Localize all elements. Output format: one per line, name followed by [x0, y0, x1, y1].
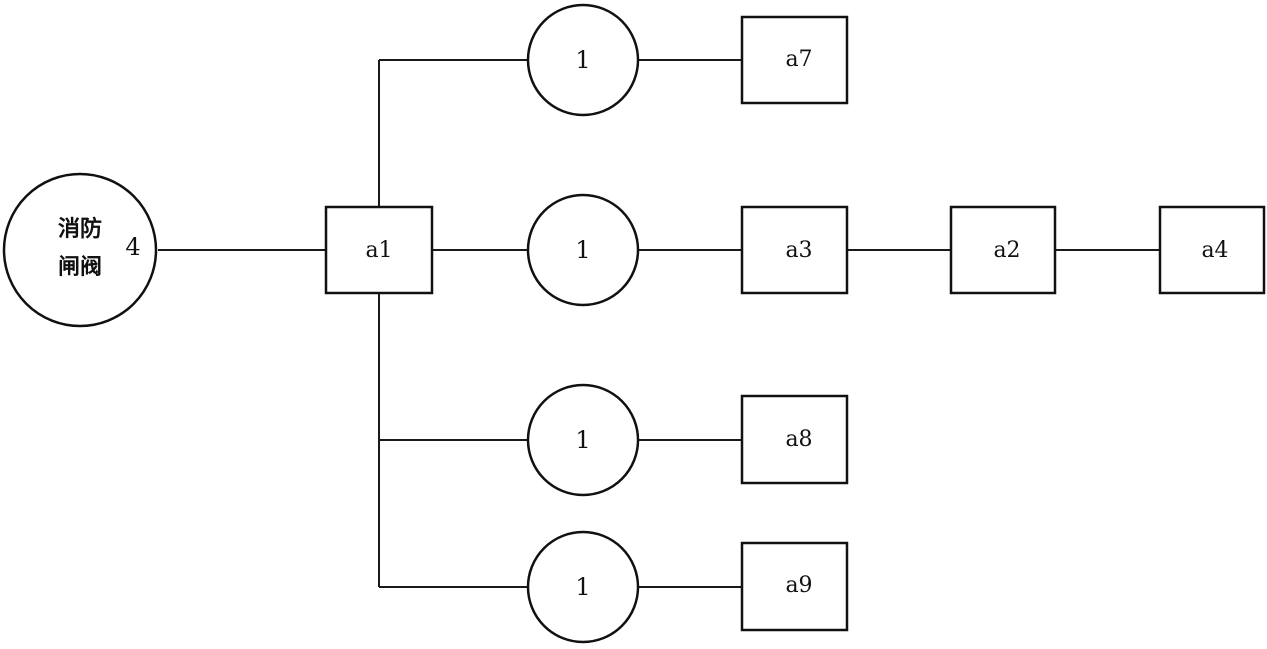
connector-low: 1 — [526, 383, 640, 497]
connector-mid-circle — [526, 193, 640, 307]
fire-valve-number: 4 — [125, 233, 140, 261]
node-a8-label: a8 — [785, 427, 812, 452]
node-a4: a4 — [1158, 205, 1266, 295]
node-a8-box — [740, 394, 849, 485]
node-a2: a2 — [949, 205, 1057, 295]
fire-valve-label-line2: 闸阀 — [58, 255, 102, 280]
node-a1-box — [324, 205, 434, 295]
node-a2-box — [949, 205, 1057, 295]
node-a9-box — [740, 541, 849, 632]
connector-bottom-label: 1 — [575, 573, 590, 601]
connector-top-label: 1 — [575, 46, 590, 74]
node-a7: a7 — [740, 15, 849, 105]
node-a9: a9 — [740, 541, 849, 632]
node-a7-box — [740, 15, 849, 105]
node-a2-label: a2 — [993, 238, 1020, 263]
connection-lines — [158, 59, 1160, 588]
connector-mid: 1 — [526, 193, 640, 307]
fire-valve-node: 消防 闸阀 4 — [2, 172, 158, 328]
node-a1-label: a1 — [365, 238, 392, 263]
connector-bottom-circle — [526, 530, 640, 644]
node-a4-label: a4 — [1201, 238, 1228, 263]
fire-valve-circle — [2, 172, 158, 328]
connector-top: 1 — [526, 3, 640, 117]
node-a7-label: a7 — [785, 47, 812, 72]
connector-mid-label: 1 — [575, 236, 590, 264]
node-a4-box — [1158, 205, 1266, 295]
node-a3: a3 — [740, 205, 849, 295]
connector-low-label: 1 — [575, 426, 590, 454]
node-a3-label: a3 — [785, 238, 812, 263]
fire-valve-label-line1: 消防 — [58, 217, 102, 242]
node-a9-label: a9 — [785, 573, 812, 598]
connector-bottom: 1 — [526, 530, 640, 644]
connector-low-circle — [526, 383, 640, 497]
connector-top-circle — [526, 3, 640, 117]
node-a3-box — [740, 205, 849, 295]
node-a8: a8 — [740, 394, 849, 485]
node-a1: a1 — [324, 205, 434, 295]
